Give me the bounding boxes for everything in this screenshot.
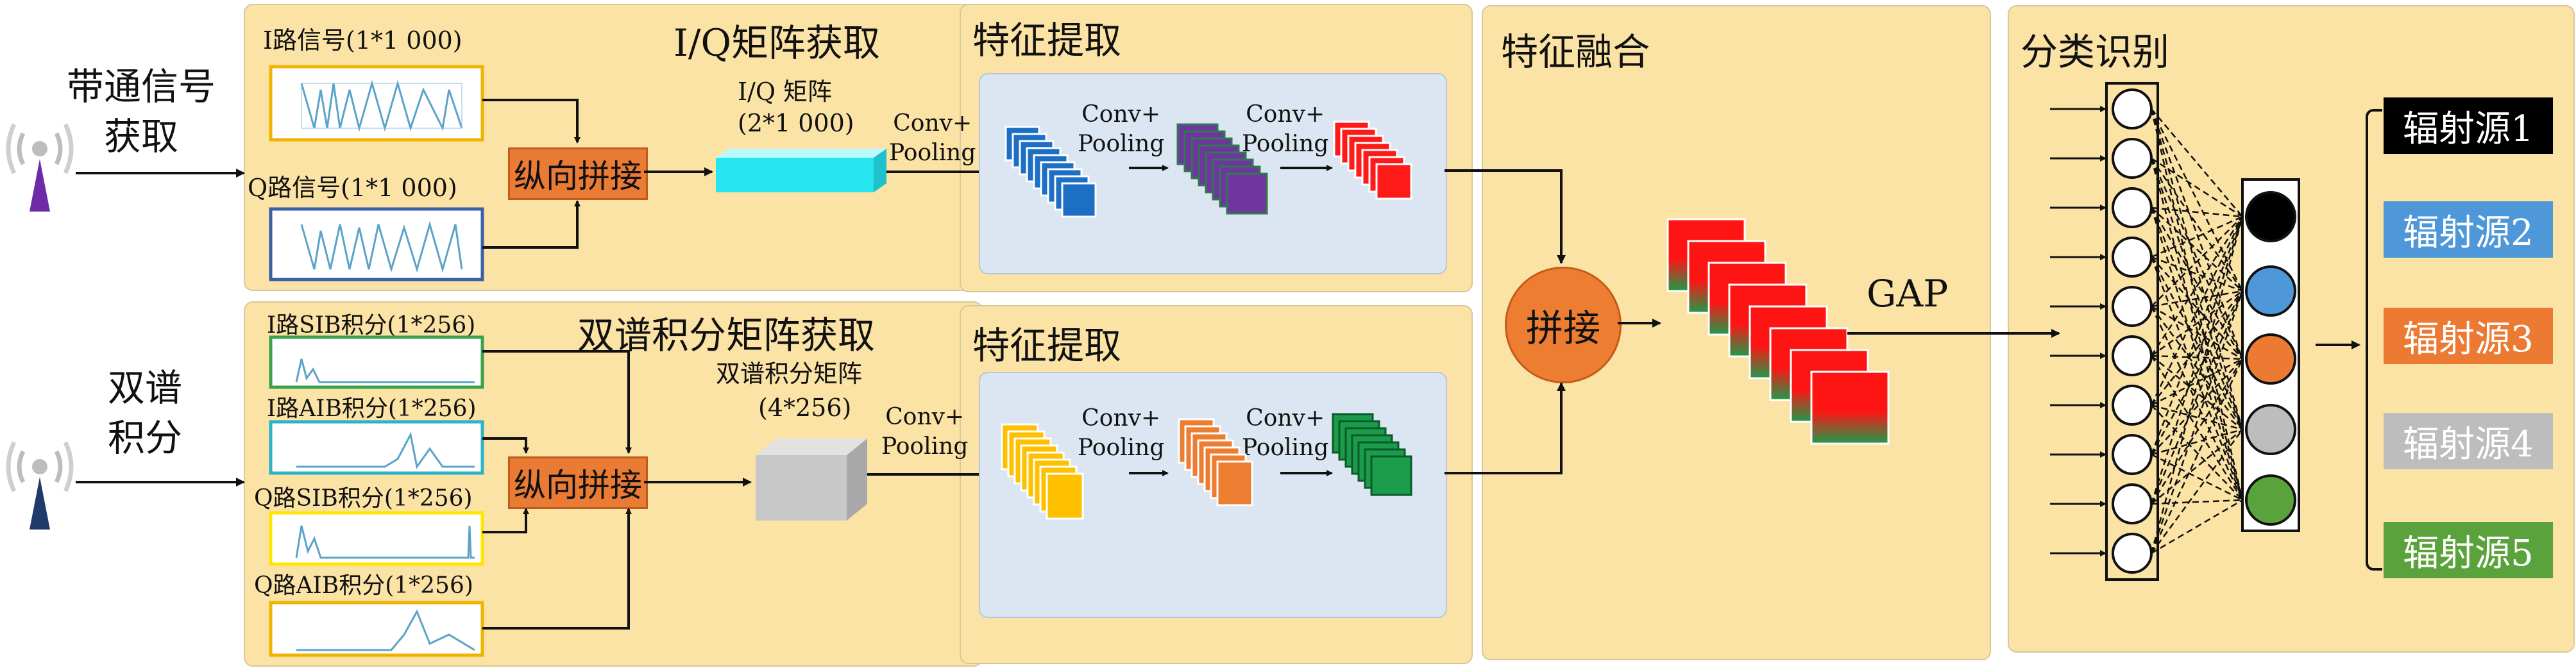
i-signal-label: I路信号(1*1 000)	[263, 26, 462, 54]
antenna-icon-top	[6, 123, 74, 212]
gap-label: GAP	[1867, 272, 1949, 315]
bispectrum-matrix-size: (4*256)	[758, 394, 852, 422]
bispectrum-title: 双谱积分矩阵获取	[577, 313, 876, 357]
output-class-4: 辐射源4	[2384, 413, 2553, 469]
output-class-4-label: 辐射源4	[2403, 423, 2534, 465]
q-aib-label: Q路AIB积分(1*256)	[254, 572, 473, 599]
bispectrum-conv-label: Conv+ Pooling	[881, 404, 969, 460]
feature-bottom-title: 特征提取	[972, 324, 1122, 367]
output-class-3-label: 辐射源3	[2403, 318, 2534, 360]
output-class-5: 辐射源5	[2384, 522, 2553, 578]
output-bracket	[2366, 109, 2382, 571]
feature-top-conv1: Conv+ Pooling	[1078, 101, 1165, 157]
fusion-concat-circle: 拼接	[1505, 267, 1622, 383]
i-sib-label: I路SIB积分(1*256)	[267, 312, 476, 338]
output-class-5-label: 辐射源5	[2403, 532, 2534, 574]
q-signal-label: Q路信号(1*1 000)	[248, 174, 457, 202]
iq-matrix-label: I/Q 矩阵	[738, 78, 833, 106]
classify-title: 分类识别	[2021, 30, 2170, 74]
output-class-3: 辐射源3	[2384, 308, 2553, 364]
feature-bottom-conv2: Conv+ Pooling	[1242, 405, 1329, 461]
feature-top-inner	[979, 73, 1447, 274]
bandpass-label: 带通信号 获取	[67, 65, 216, 158]
fusion-concat-label: 拼接	[1525, 306, 1600, 350]
bispectrum-matrix-label: 双谱积分矩阵	[716, 360, 863, 388]
feature-bottom-inner	[979, 372, 1447, 618]
output-class-1-label: 辐射源1	[2403, 108, 2534, 150]
iq-title: I/Q矩阵获取	[674, 21, 881, 65]
i-aib-label: I路AIB积分(1*256)	[267, 396, 477, 422]
bispectrum-label: 双谱 积分	[108, 366, 183, 460]
output-class-1: 辐射源1	[2384, 97, 2553, 154]
feature-bottom-conv1: Conv+ Pooling	[1078, 405, 1165, 461]
bispectrum-concat-box: 纵向拼接	[508, 456, 648, 509]
feature-top-conv2: Conv+ Pooling	[1242, 101, 1329, 157]
feature-top-title: 特征提取	[972, 19, 1122, 62]
output-class-2: 辐射源2	[2384, 201, 2553, 258]
iq-conv-label: Conv+ Pooling	[889, 110, 976, 166]
iq-concat-box: 纵向拼接	[508, 147, 648, 200]
q-sib-label: Q路SIB积分(1*256)	[254, 485, 473, 512]
iq-matrix-size: (2*1 000)	[738, 109, 854, 137]
antenna-icon-bottom	[6, 441, 74, 530]
fusion-title: 特征融合	[1501, 30, 1650, 74]
output-class-2-label: 辐射源2	[2403, 212, 2534, 254]
